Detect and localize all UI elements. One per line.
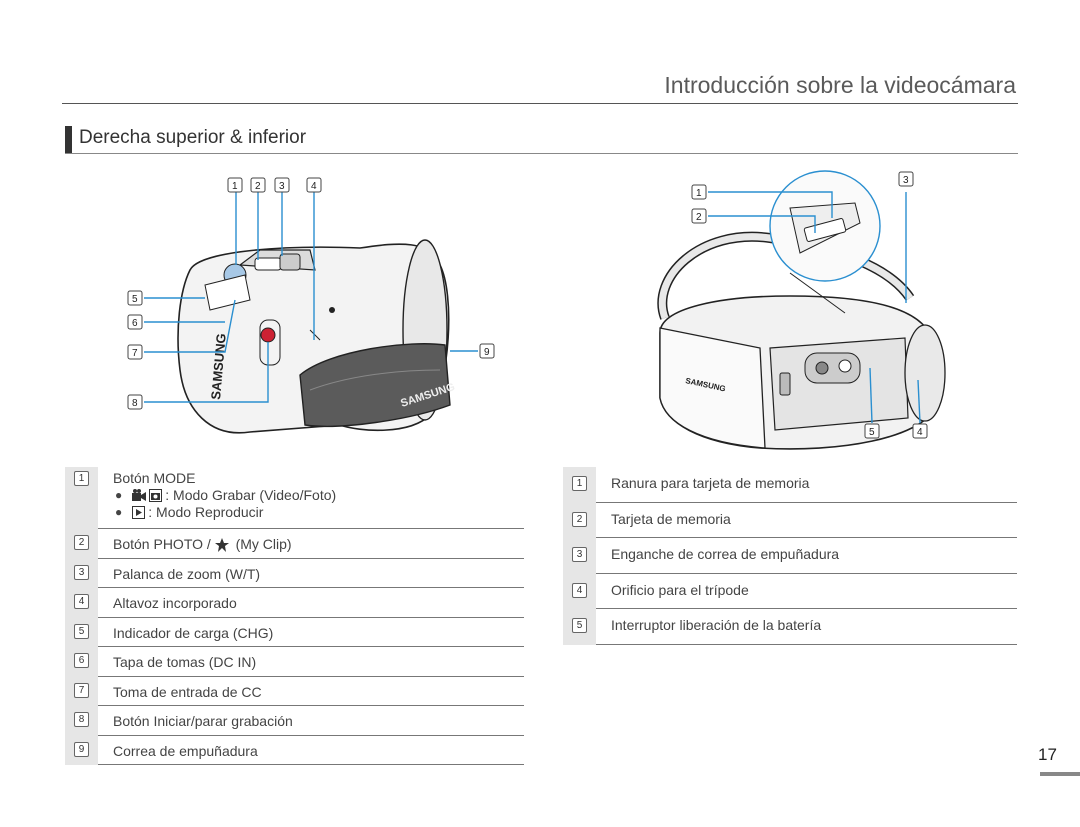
legend-number: 1 bbox=[572, 476, 587, 491]
legend-left-item-3: 3 Palanca de zoom (W/T) bbox=[65, 558, 524, 588]
video-mode-icon bbox=[132, 488, 147, 501]
legend-left: 1 Botón MODE ● : Modo Grabar (Video/Foto… bbox=[65, 467, 524, 765]
legend-label: Botón Iniciar/parar grabación bbox=[98, 706, 524, 736]
left-callout-boxes: 1 2 3 4 5 6 7 8 9 bbox=[127, 177, 495, 410]
legend-label: Tapa de tomas (DC IN) bbox=[98, 647, 524, 677]
legend-right-item-1: 1 Ranura para tarjeta de memoria bbox=[563, 467, 1017, 503]
legend-right-item-5: 5 Interruptor liberación de la batería bbox=[563, 609, 1017, 645]
legend-left-item-2: 2 Botón PHOTO / (My Clip) bbox=[65, 529, 524, 559]
legend-left-item-5: 5 Indicador de carga (CHG) bbox=[65, 617, 524, 647]
legend-number: 3 bbox=[74, 564, 89, 580]
legend-right: 1 Ranura para tarjeta de memoria 2 Tarje… bbox=[563, 467, 1017, 645]
left-callout-9: 9 bbox=[484, 347, 490, 358]
left-callout-4: 4 bbox=[311, 181, 317, 192]
camcorder-right-top-illustration: SAMSUNG SAMSUNG 1 2 3 4 5 bbox=[127, 177, 495, 434]
page-number-bar bbox=[1040, 772, 1080, 776]
camcorder-bottom-illustration: SAMSUNG 1 2 3 bbox=[657, 170, 946, 450]
legend-sub-label: : Modo Reproducir bbox=[148, 504, 264, 520]
legend-label: Palanca de zoom (W/T) bbox=[98, 559, 524, 588]
left-callout-7: 7 bbox=[132, 348, 138, 359]
section-title: Derecha superior & inferior bbox=[79, 127, 307, 148]
legend-label-suffix: (My Clip) bbox=[235, 536, 292, 552]
legend-number: 3 bbox=[572, 547, 587, 562]
left-callout-5: 5 bbox=[132, 294, 138, 305]
my-clip-icon bbox=[214, 538, 229, 553]
legend-left-item-9: 9 Correa de empuñadura bbox=[65, 735, 524, 765]
legend-number: 2 bbox=[572, 511, 587, 527]
legend-label: Botón MODE bbox=[113, 470, 196, 486]
camcorder-right-top-figure: SAMSUNG SAMSUNG 1 2 3 4 5 bbox=[110, 170, 510, 455]
left-callout-2: 2 bbox=[255, 181, 261, 192]
camcorder-bottom-figure: SAMSUNG 1 2 3 bbox=[640, 168, 950, 458]
legend-label: Botón PHOTO / bbox=[113, 536, 211, 552]
legend-right-item-2: 2 Tarjeta de memoria bbox=[563, 502, 1017, 538]
legend-left-item-8: 8 Botón Iniciar/parar grabación bbox=[65, 706, 524, 736]
legend-number: 7 bbox=[74, 682, 89, 698]
legend-label: Interruptor liberación de la batería bbox=[596, 609, 1017, 645]
legend-number: 5 bbox=[74, 623, 89, 639]
right-callout-boxes: 1 2 3 4 5 bbox=[691, 171, 928, 439]
legend-right-item-3: 3 Enganche de correa de empuñadura bbox=[563, 538, 1017, 574]
legend-number: 9 bbox=[74, 741, 89, 757]
legend-left-item-4: 4 Altavoz incorporado bbox=[65, 588, 524, 618]
legend-number: 2 bbox=[74, 535, 89, 550]
right-callout-4: 4 bbox=[917, 427, 923, 438]
legend-label: Tarjeta de memoria bbox=[596, 503, 1017, 538]
page-number: 17 bbox=[1038, 745, 1057, 764]
section-heading: Derecha superior & inferior bbox=[65, 124, 1018, 154]
legend-left-item-1: 1 Botón MODE ● : Modo Grabar (Video/Foto… bbox=[65, 467, 524, 529]
legend-left-item-6: 6 Tapa de tomas (DC IN) bbox=[65, 647, 524, 677]
legend-number: 5 bbox=[572, 618, 587, 633]
page-title: Introducción sobre la videocámara bbox=[664, 72, 1016, 98]
legend-number: 6 bbox=[74, 653, 89, 668]
photo-mode-icon bbox=[149, 488, 163, 502]
section-heading-bar bbox=[65, 126, 72, 153]
left-callout-3: 3 bbox=[279, 181, 285, 192]
legend-label: Indicador de carga (CHG) bbox=[98, 618, 524, 647]
page-header: Introducción sobre la videocámara bbox=[62, 72, 1018, 104]
legend-right-item-4: 4 Orificio para el trípode bbox=[563, 573, 1017, 609]
right-callout-2: 2 bbox=[696, 212, 702, 223]
left-callout-1: 1 bbox=[232, 181, 238, 192]
legend-label: Correa de empuñadura bbox=[98, 736, 524, 765]
play-mode-icon bbox=[132, 505, 146, 519]
legend-sub-playback: ● : Modo Reproducir bbox=[115, 504, 264, 520]
legend-number: 4 bbox=[572, 582, 587, 598]
right-callout-3: 3 bbox=[903, 175, 909, 186]
left-callout-8: 8 bbox=[132, 398, 138, 409]
legend-left-item-7: 7 Toma de entrada de CC bbox=[65, 676, 524, 706]
legend-number: 1 bbox=[74, 471, 89, 486]
legend-number: 8 bbox=[74, 712, 89, 727]
legend-number: 4 bbox=[74, 594, 89, 609]
body-brand-text: SAMSUNG bbox=[208, 333, 229, 401]
legend-label: Enganche de correa de empuñadura bbox=[596, 538, 1017, 574]
legend-label: Toma de entrada de CC bbox=[98, 677, 524, 706]
legend-label: Orificio para el trípode bbox=[596, 574, 1017, 609]
legend-sub-label: : Modo Grabar (Video/Foto) bbox=[165, 487, 337, 503]
legend-sub-record: ● : Modo Grabar (Video/Foto) bbox=[115, 487, 337, 503]
right-callout-1: 1 bbox=[696, 188, 702, 199]
right-callout-5: 5 bbox=[869, 427, 875, 438]
legend-label: Ranura para tarjeta de memoria bbox=[596, 467, 1017, 503]
legend-label: Altavoz incorporado bbox=[98, 588, 524, 618]
left-callout-6: 6 bbox=[132, 318, 138, 329]
